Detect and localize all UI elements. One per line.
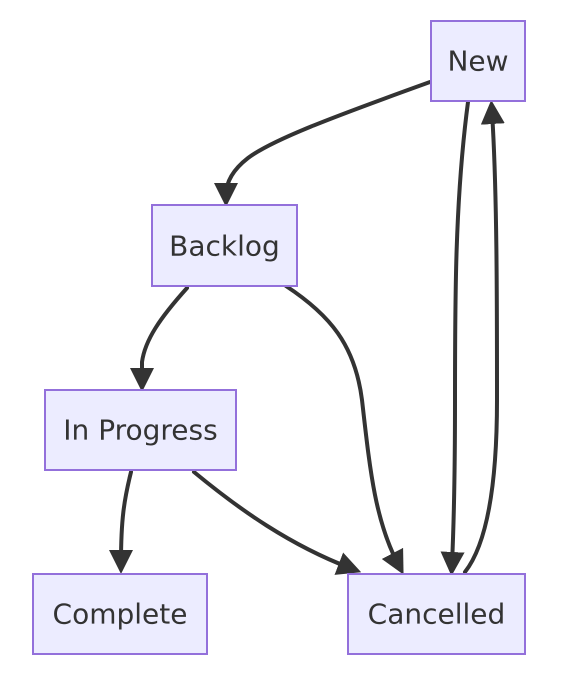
edge-new-to-backlog [214, 80, 432, 207]
node-label-new: New [447, 45, 508, 78]
edge-backlog-to-in-progress [130, 286, 189, 392]
node-new[interactable]: New [430, 20, 526, 102]
node-in-progress[interactable]: In Progress [44, 389, 237, 471]
node-label-backlog: Backlog [169, 230, 280, 263]
edges [109, 80, 505, 576]
node-label-cancelled: Cancelled [368, 598, 506, 631]
node-complete[interactable]: Complete [32, 573, 208, 655]
edge-backlog-to-cancelled [284, 284, 404, 575]
edge-in-progress-to-cancelled [192, 470, 362, 575]
node-backlog[interactable]: Backlog [151, 204, 298, 287]
node-label-complete: Complete [53, 598, 188, 631]
edge-cancelled-to-new [463, 100, 505, 574]
nodes: New Backlog In Progress Complete Cancell… [32, 20, 526, 655]
node-cancelled[interactable]: Cancelled [347, 573, 526, 655]
edge-new-to-cancelled [440, 100, 470, 576]
edge-in-progress-to-complete [109, 470, 134, 574]
node-label-in-progress: In Progress [63, 414, 217, 447]
